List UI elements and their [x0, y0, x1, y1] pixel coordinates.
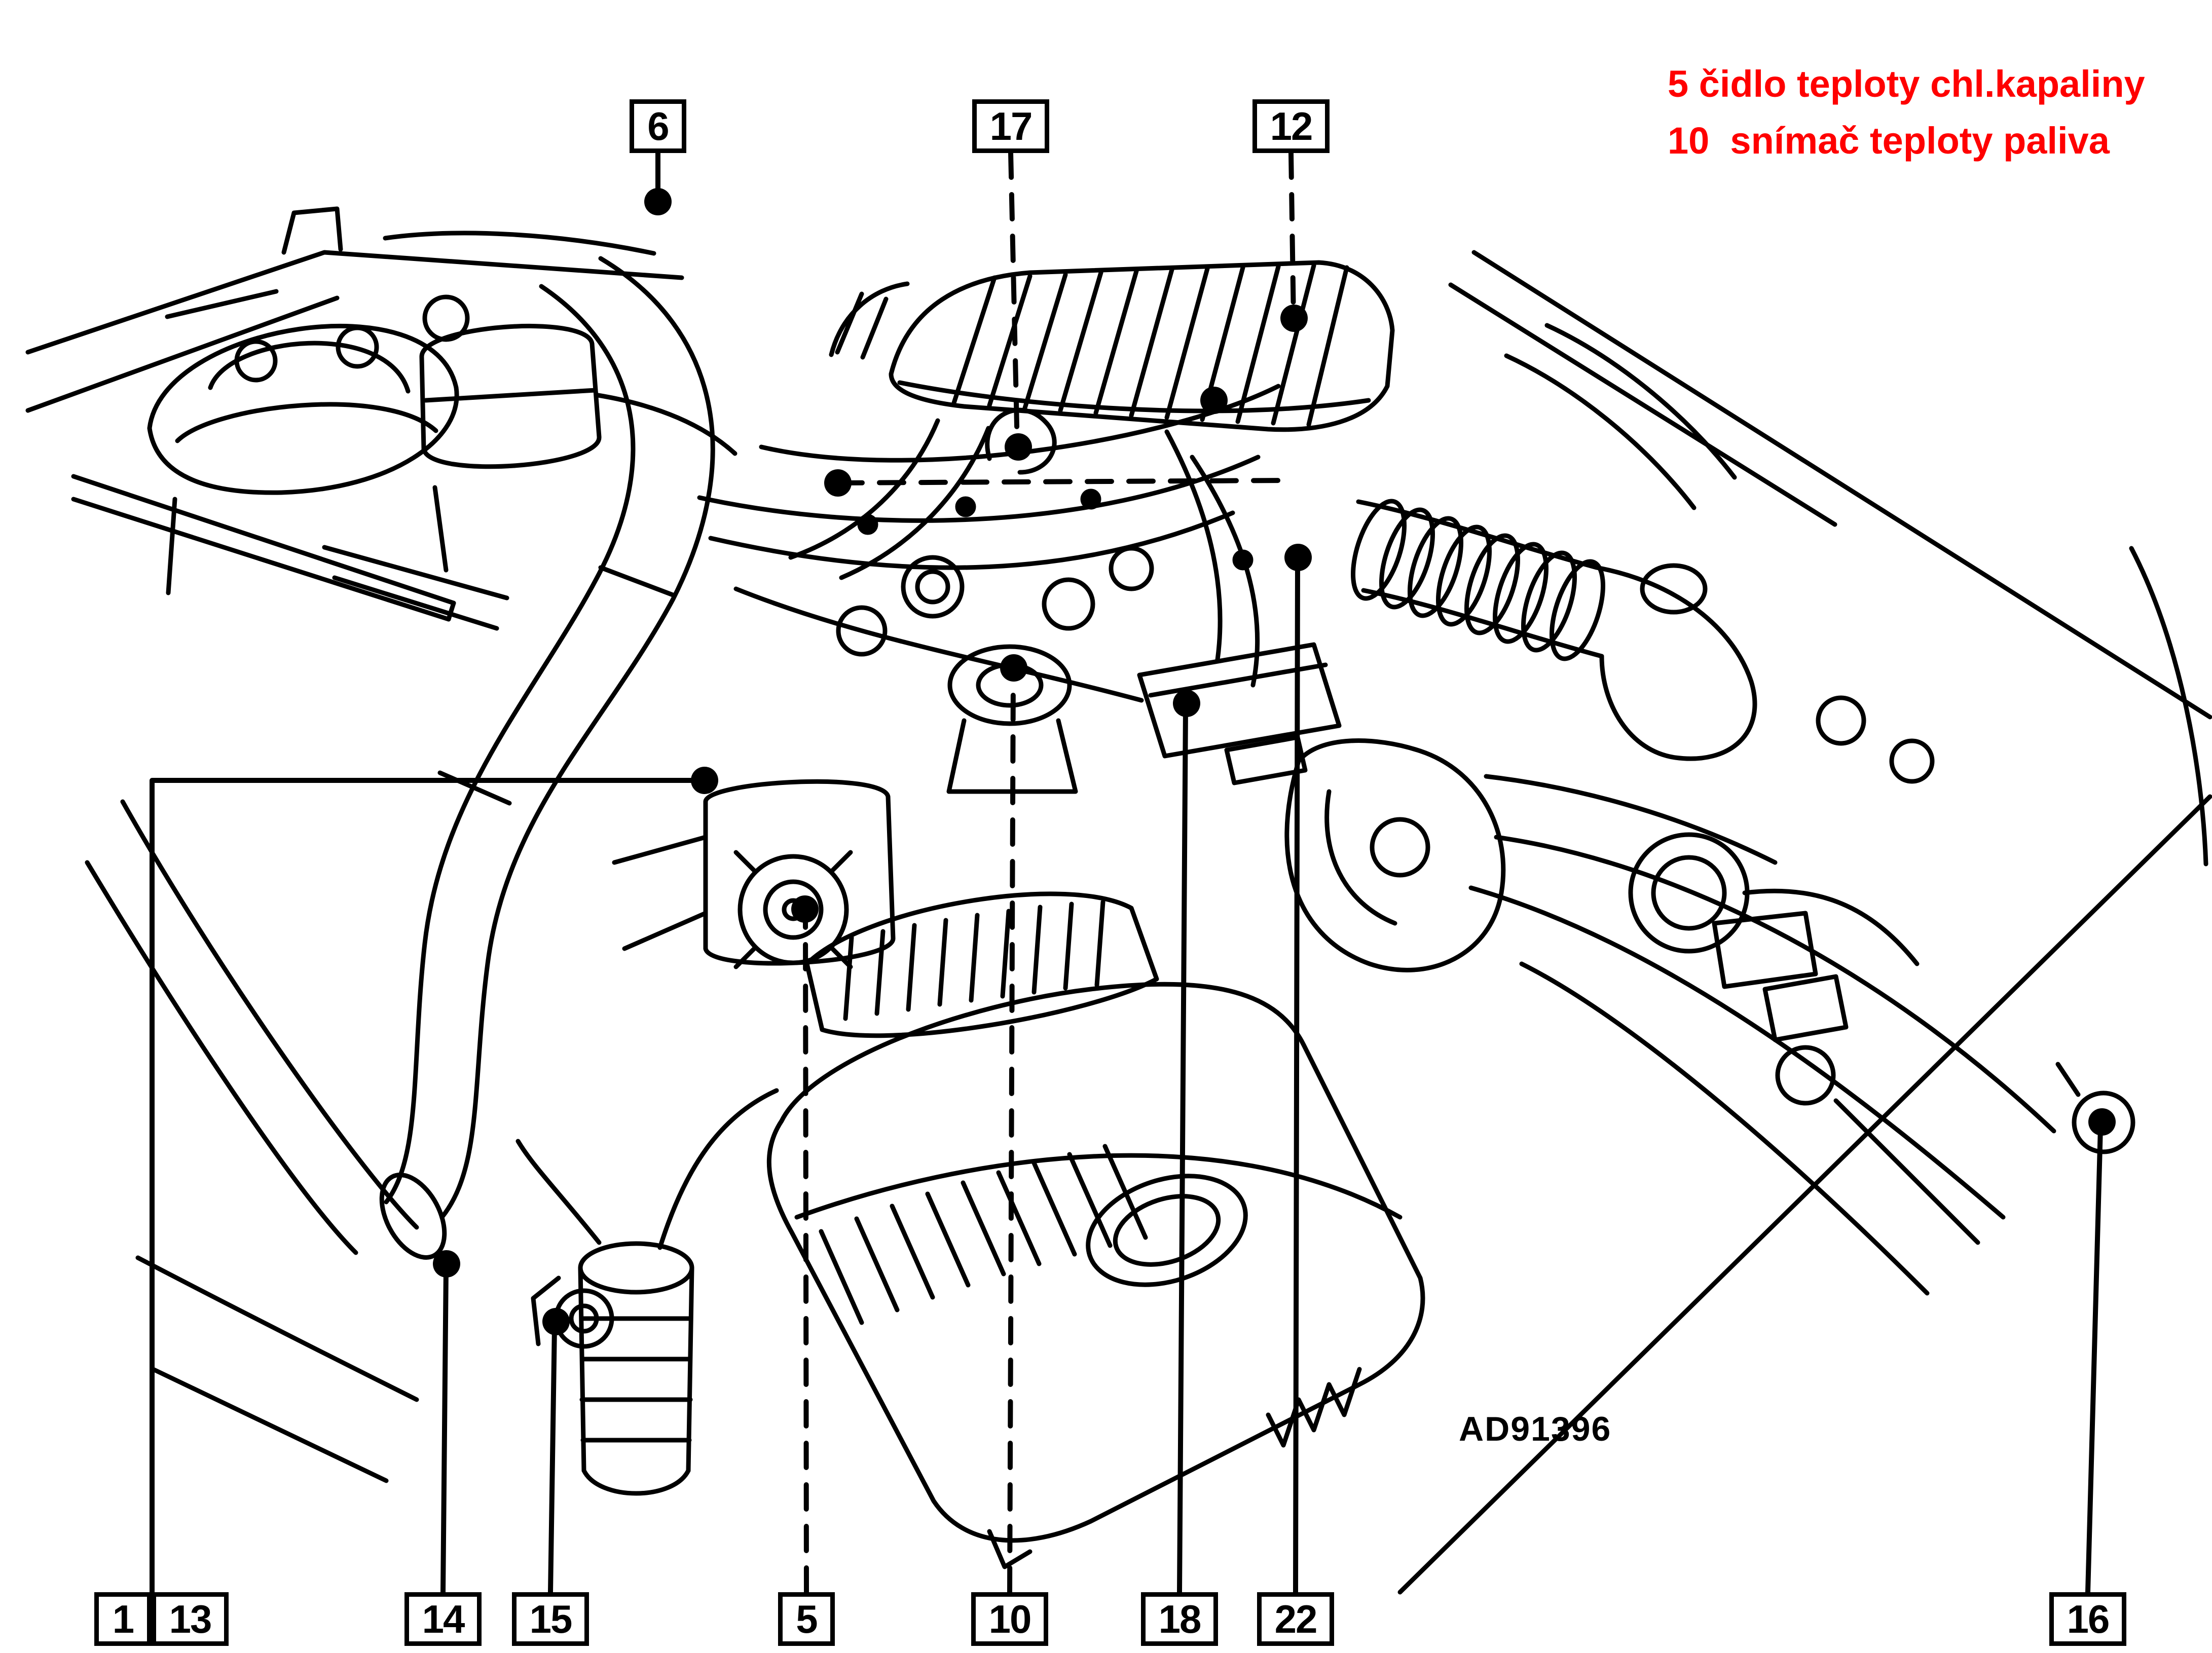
- callout-box-16: 16: [2049, 1592, 2126, 1646]
- callout-box-6: 6: [630, 99, 686, 153]
- callout-box-18: 18: [1141, 1592, 1218, 1646]
- callout-box-22: 22: [1257, 1592, 1334, 1646]
- injection-pump: [612, 779, 896, 969]
- leader-dots: [433, 188, 2116, 1335]
- dashed-leader-lines: [803, 151, 1296, 1595]
- callout-box-12: 12: [1252, 99, 1330, 153]
- valve-cover: [829, 260, 1395, 475]
- intake-snorkel: [804, 891, 1159, 1038]
- corrugated-duct: [1350, 499, 1757, 761]
- callout-box-17: 17: [972, 99, 1049, 153]
- callout-box-5: 5: [778, 1592, 835, 1646]
- throttle-housing: [1284, 738, 1506, 972]
- cowl-lines: [25, 206, 684, 622]
- right-side: [1397, 250, 2212, 1595]
- bottom-left: [85, 799, 779, 1496]
- callout-box-1: 1: [94, 1592, 152, 1646]
- leader-lines: [150, 151, 2103, 1595]
- callout-box-14: 14: [404, 1592, 482, 1646]
- legend: 5 čidlo teploty chl.kapaliny 10 snímač t…: [1668, 56, 2145, 170]
- legend-line-10: 10 snímač teploty paliva: [1668, 120, 2110, 162]
- callout-box-15: 15: [512, 1592, 589, 1646]
- air-cleaner-housing: [766, 982, 1425, 1569]
- center-harness: [697, 384, 1281, 703]
- strut-tower: [147, 323, 459, 595]
- callout-box-10: 10: [971, 1592, 1048, 1646]
- legend-line-5: 5 čidlo teploty chl.kapaliny: [1668, 63, 2145, 105]
- reservoir: [322, 294, 738, 631]
- callout-box-13: 13: [152, 1592, 229, 1646]
- air-meter-module: [1137, 642, 1342, 785]
- figure-code: AD91396: [1459, 1410, 1612, 1448]
- intake-hose: [379, 256, 715, 1260]
